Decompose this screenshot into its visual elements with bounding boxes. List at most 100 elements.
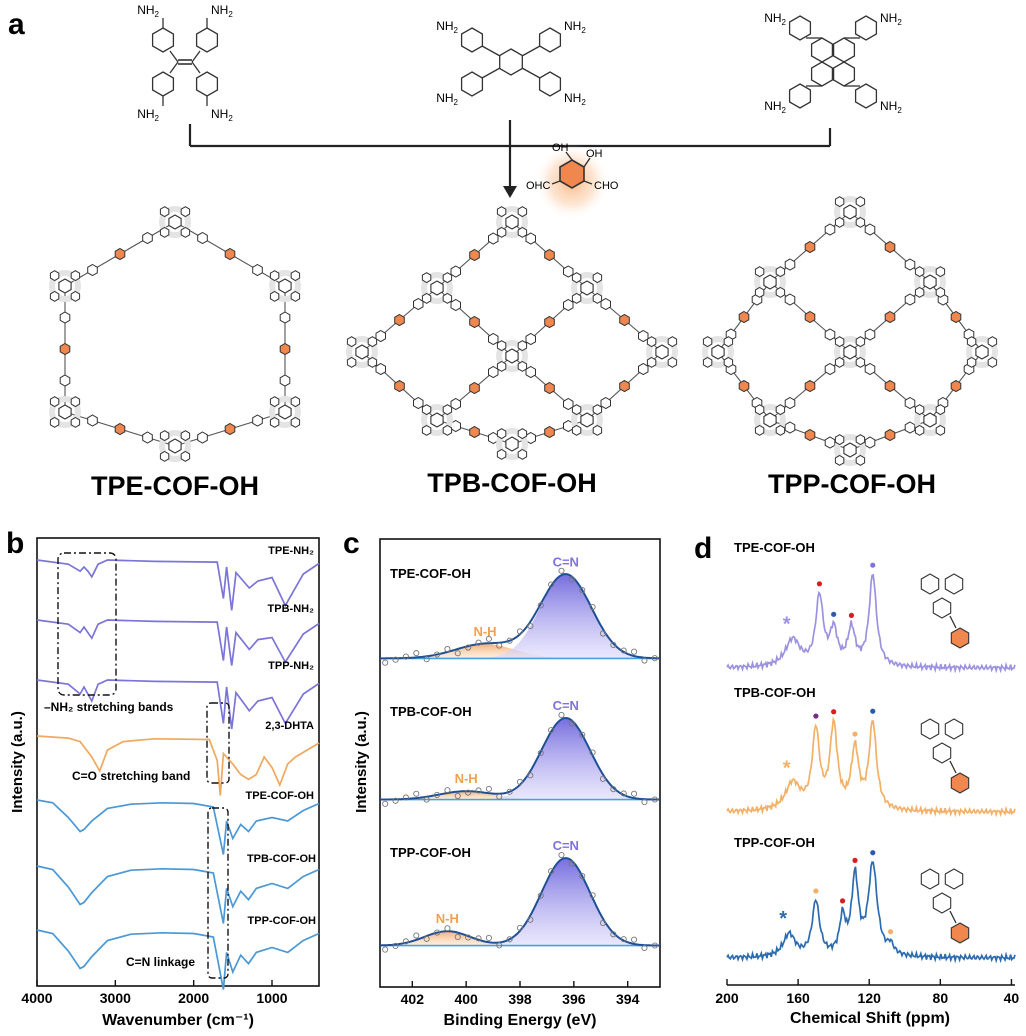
bond [169, 61, 179, 74]
framework-ring [252, 263, 263, 277]
linker-ohc: OHC [526, 180, 551, 192]
framework-aryl-ring [775, 404, 786, 416]
xps-data-point [631, 790, 638, 797]
nmr-x-tick-label: 200 [715, 990, 739, 1006]
framework-ring [525, 365, 536, 379]
xps-data-point [548, 581, 555, 588]
xps-data-point [589, 749, 596, 756]
benzene-ring [151, 71, 175, 97]
framework-node-halo [269, 396, 301, 428]
xps-data-point [579, 731, 586, 738]
xps-data-point [382, 946, 389, 953]
framework-aryl-ring [496, 340, 507, 352]
framework-aryl-ring [442, 424, 453, 436]
framework-node-ring [168, 438, 182, 454]
framework-node-ring [923, 412, 937, 428]
xps-data-point [589, 603, 596, 611]
xps-data-point [475, 787, 482, 794]
framework-label-tpb: TPB-COF-OH [427, 468, 596, 498]
framework-aryl-ring [935, 404, 946, 416]
framework-aryl-ring [723, 356, 734, 368]
framework-ring [87, 414, 98, 427]
xps-data-point [548, 727, 555, 734]
framework-aryl-ring [646, 336, 657, 348]
ftir-series-line [36, 679, 320, 730]
xps-data-point [423, 935, 430, 942]
framework-ring [488, 232, 499, 245]
framework-node-ring [975, 344, 989, 360]
framework-aryl-ring [571, 424, 582, 436]
bond [949, 760, 957, 774]
amine-label: NH2 [137, 107, 159, 123]
nmr-series-label: TPB-COF-OH [734, 685, 816, 700]
framework-ring [59, 374, 71, 387]
xps-data-point [485, 785, 492, 792]
benzene-ring [538, 27, 562, 53]
framework-aryl-ring [966, 336, 977, 348]
framework-ring [142, 231, 153, 245]
xps-data-point [620, 936, 627, 943]
framework-node-ring [580, 280, 594, 296]
nmr-inset-ring [944, 573, 964, 595]
xps-cn-peak-fill [380, 858, 660, 946]
framework-aryl-ring [180, 450, 191, 462]
framework-node-ring [505, 348, 519, 364]
benzene-ring [832, 37, 856, 63]
nmr-asterisk: * [783, 757, 791, 779]
linker-ring-orange [544, 315, 555, 329]
framework-aryl-ring [496, 428, 507, 440]
bond [169, 50, 179, 63]
framework-aryl-ring [180, 430, 191, 442]
ftir-series-line [36, 799, 320, 855]
framework-ring [563, 265, 574, 278]
benzene-ring [460, 71, 484, 97]
framework-aryl-ring [159, 206, 170, 218]
xps-x-tick-label: 398 [508, 991, 532, 1007]
framework-aryl-ring [987, 336, 998, 348]
framework-node-ring [763, 412, 777, 428]
framework-aryl-ring [290, 270, 301, 282]
xps-data-point [392, 797, 399, 804]
framework-aryl-ring [855, 196, 866, 208]
xps-data-point [610, 641, 617, 648]
ftir-series-line [36, 865, 320, 924]
nmr-x-tick-label: 160 [786, 990, 810, 1006]
benzene-ring [810, 37, 834, 63]
amine-label: NH2 [436, 91, 458, 107]
framework-aryl-ring [159, 430, 170, 442]
bond [191, 61, 201, 74]
benzene-ring [854, 15, 878, 41]
framework-ring [600, 297, 611, 311]
framework-aryl-ring [70, 290, 81, 302]
xps-data-point [496, 942, 503, 949]
framework-aryl-ring [421, 404, 432, 416]
framework-ring [197, 231, 208, 245]
ftir-x-tick-label: 1000 [256, 990, 287, 1006]
framework-aryl-ring [442, 272, 453, 284]
cof-framework-structures [49, 196, 998, 466]
nmr-spectrum-line [726, 861, 1016, 964]
framework-aryl-ring [754, 286, 765, 298]
nmr-peak-marker [831, 611, 837, 617]
framework-node-ring [923, 274, 937, 290]
xps-data-point [527, 622, 534, 630]
linker-oh-right: OH [586, 148, 603, 160]
nmr-x-tick-label: 40 [1004, 990, 1020, 1006]
framework-node-halo [49, 396, 81, 428]
linker-ring-orange [544, 425, 555, 439]
framework-aryl-ring [496, 206, 507, 218]
framework-aryl-ring [935, 286, 946, 298]
linker-ring-orange [114, 422, 126, 436]
xps-data-point [402, 938, 409, 945]
framework-aryl-ring [592, 424, 603, 436]
framework-aryl-ring [290, 396, 301, 408]
ftir-series-label: TPE-COF-OH [246, 790, 314, 802]
nmr-inset-ring [932, 892, 952, 914]
linker-ring-orange [950, 379, 962, 393]
linker-ring-orange [544, 381, 555, 395]
nmr-series-label: TPE-COF-OH [734, 540, 815, 555]
framework-ring [824, 328, 836, 341]
xps-data-point [454, 792, 461, 799]
framework-node-halo [496, 428, 528, 460]
